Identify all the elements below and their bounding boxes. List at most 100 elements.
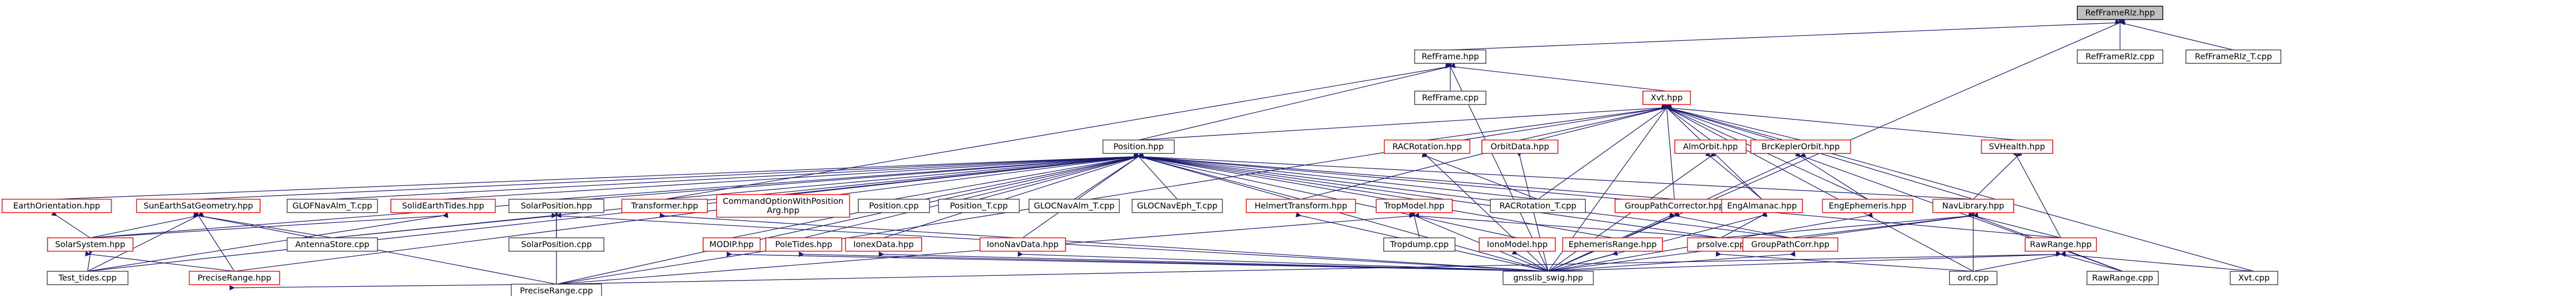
graph-node[interactable]: gnsslib_swig.hpp bbox=[1502, 271, 1594, 285]
graph-node-label: Position_T.cpp bbox=[950, 201, 1008, 211]
graph-node-box bbox=[509, 237, 604, 252]
graph-node[interactable]: NavLibrary.hpp bbox=[1932, 199, 2014, 213]
graph-node[interactable]: SolarSystem.hpp bbox=[47, 237, 133, 252]
graph-node-box bbox=[1414, 91, 1486, 105]
graph-edge bbox=[332, 212, 562, 238]
graph-node[interactable]: RefFrame.cpp bbox=[1414, 91, 1486, 105]
graph-node[interactable]: OrbitData.hpp bbox=[1481, 140, 1558, 154]
graph-node[interactable]: SolidEarthTides.hpp bbox=[390, 199, 496, 213]
graph-node[interactable]: RefFrame.hpp bbox=[1414, 49, 1486, 64]
graph-node[interactable]: ord.cpp bbox=[1949, 271, 1997, 285]
graph-node[interactable]: PreciseRange.hpp bbox=[189, 271, 280, 285]
graph-node-box bbox=[136, 199, 261, 213]
graph-node-box bbox=[46, 271, 129, 285]
graph-node[interactable]: SunEarthSatGeometry.hpp bbox=[136, 199, 261, 213]
graph-node-label: GLOCNavEph_T.cpp bbox=[1137, 201, 1217, 211]
graph-node[interactable]: RawRange.cpp bbox=[2087, 271, 2159, 285]
graph-node-label: RefFrameRlz.cpp bbox=[2086, 51, 2155, 61]
graph-node[interactable]: IonoModel.hpp bbox=[1479, 237, 1556, 252]
graph-node[interactable]: SolarPosition.cpp bbox=[509, 237, 604, 252]
graph-node-box bbox=[2025, 237, 2097, 252]
graph-edge bbox=[883, 152, 1144, 238]
graph-edge bbox=[1133, 153, 1675, 200]
graph-node[interactable]: EarthOrientation.hpp bbox=[2, 199, 112, 213]
graph-node[interactable]: GroupPathCorr.hpp bbox=[1742, 237, 1838, 252]
graph-node-box bbox=[1562, 237, 1663, 252]
graph-node[interactable]: GLOCNavAlm_T.cpp bbox=[1028, 199, 1120, 213]
graph-node[interactable]: SolarPosition.hpp bbox=[509, 199, 604, 213]
graph-node-label: Position.hpp bbox=[1113, 142, 1164, 151]
graph-node[interactable]: Position.hpp bbox=[1103, 140, 1175, 154]
graph-edge bbox=[1022, 151, 1144, 238]
graph-edge bbox=[56, 153, 1144, 200]
graph-node-box bbox=[1642, 91, 1691, 105]
graph-node-label: TropModel.hpp bbox=[1383, 201, 1444, 211]
graph-node[interactable]: Xvt.hpp bbox=[1642, 91, 1691, 105]
graph-node[interactable]: MODIP.hpp bbox=[702, 237, 761, 252]
graph-edge bbox=[1409, 213, 1721, 238]
graph-node-box bbox=[2185, 49, 2281, 64]
graph-node[interactable]: RACRotation.hpp bbox=[1384, 140, 1470, 154]
graph-node-box bbox=[1246, 199, 1356, 213]
graph-edge bbox=[1133, 152, 1518, 238]
graph-node-label: GroupPathCorr.hpp bbox=[1751, 239, 1829, 249]
graph-node[interactable]: AlmOrbit.hpp bbox=[1674, 140, 1747, 154]
graph-node-label: Position.cpp bbox=[869, 201, 919, 211]
graph-node[interactable]: RefFrameRlz_T.cpp bbox=[2185, 49, 2281, 64]
graph-node[interactable]: Position.cpp bbox=[858, 199, 930, 213]
graph-node[interactable]: HelmertTransform.hpp bbox=[1246, 199, 1356, 213]
graph-node[interactable]: PoleTides.hpp bbox=[765, 237, 842, 252]
graph-node-label: Xvt.cpp bbox=[2239, 273, 2270, 283]
graph-node-box bbox=[509, 199, 604, 213]
graph-edge bbox=[1516, 151, 1549, 272]
graph-edge bbox=[87, 212, 449, 272]
graph-node[interactable]: AntennaStore.cpp bbox=[286, 237, 378, 252]
graph-edge bbox=[1537, 102, 1672, 200]
graph-node-box bbox=[1750, 140, 1851, 154]
graph-edge bbox=[556, 251, 2066, 285]
graph-node-label: IonoNavData.hpp bbox=[987, 239, 1058, 249]
graph-node-label: IonoModel.hpp bbox=[1487, 239, 1548, 249]
graph-node[interactable]: Position_T.cpp bbox=[938, 199, 1020, 213]
graph-node[interactable]: IonoNavData.hpp bbox=[979, 237, 1066, 252]
graph-node-label: Arg.hpp bbox=[767, 205, 800, 215]
graph-node[interactable]: RawRange.hpp bbox=[2025, 237, 2097, 252]
graph-node-label: EphemerisRange.hpp bbox=[1568, 239, 1656, 249]
graph-node-label: SVHealth.hpp bbox=[1989, 142, 2045, 151]
graph-node-label: BrcKeplerOrbit.hpp bbox=[1761, 142, 1840, 151]
graph-node[interactable]: BrcKeplerOrbit.hpp bbox=[1750, 140, 1851, 154]
graph-node[interactable]: GLOFNavAlm_T.cpp bbox=[286, 199, 378, 213]
graph-node[interactable]: IonexData.hpp bbox=[845, 237, 922, 252]
graph-node[interactable]: TropModel.hpp bbox=[1376, 199, 1453, 213]
graph-node-label: RawRange.cpp bbox=[2092, 273, 2154, 283]
graph-node-label: RawRange.hpp bbox=[2030, 239, 2092, 249]
graph-edge bbox=[556, 153, 1144, 200]
graph-edge bbox=[1661, 103, 1974, 272]
graph-edge bbox=[1074, 151, 1144, 200]
graph-edge bbox=[1138, 62, 1456, 141]
graph-edge bbox=[87, 153, 1144, 272]
graph-node[interactable]: EngAlmanac.hpp bbox=[1721, 199, 1803, 213]
graph-edge bbox=[1133, 153, 1974, 200]
graph-node-box bbox=[2230, 271, 2278, 285]
graph-node[interactable]: Xvt.cpp bbox=[2230, 271, 2278, 285]
graph-node[interactable]: GroupPathCorrector.hpp bbox=[1615, 199, 1734, 213]
graph-edge bbox=[51, 211, 91, 238]
graph-node[interactable]: Tropdump.cpp bbox=[1383, 237, 1455, 252]
graph-node[interactable]: PreciseRange.cpp bbox=[511, 284, 602, 296]
graph-node[interactable]: GLOCNavEph_T.cpp bbox=[1131, 199, 1223, 213]
graph-node-box bbox=[2, 199, 112, 213]
graph-node-box bbox=[845, 237, 922, 252]
graph-node[interactable]: SVHealth.hpp bbox=[1981, 140, 2053, 154]
graph-node[interactable]: EngEphemeris.hpp bbox=[1822, 199, 1913, 213]
graph-node[interactable]: RefFrameRlz.cpp bbox=[2077, 49, 2163, 64]
graph-node-box bbox=[1103, 140, 1175, 154]
graph-edge bbox=[87, 249, 94, 272]
graph-node[interactable]: RACRotation_T.cpp bbox=[1490, 199, 1586, 213]
graph-node[interactable]: Transformer.hpp bbox=[621, 199, 708, 213]
graph-node[interactable]: EphemerisRange.hpp bbox=[1562, 237, 1663, 252]
graph-node-label: GLOFNavAlm_T.cpp bbox=[293, 201, 372, 211]
graph-edge bbox=[87, 211, 204, 272]
graph-node[interactable]: Test_tides.cpp bbox=[46, 271, 129, 285]
